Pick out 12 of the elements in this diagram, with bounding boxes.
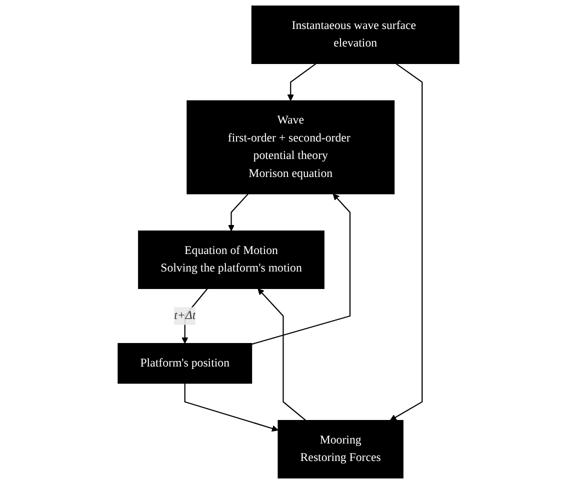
process-box: Wave first-order + second-order potential theory Morison equation	[186, 100, 395, 194]
arrow	[258, 288, 306, 421]
arrow	[252, 194, 351, 345]
arrow	[228, 194, 249, 232]
process-box: Mooring Restoring Forces	[278, 420, 404, 478]
process-box: Platform's position	[118, 343, 252, 384]
process-box: Instantaeous wave surface elevation	[251, 6, 460, 64]
arrow	[184, 383, 278, 432]
arrow	[182, 288, 208, 344]
process-box: Equation of Motion Solving the platform's motion	[138, 230, 324, 289]
arrow	[390, 63, 423, 421]
arrow	[287, 63, 316, 101]
